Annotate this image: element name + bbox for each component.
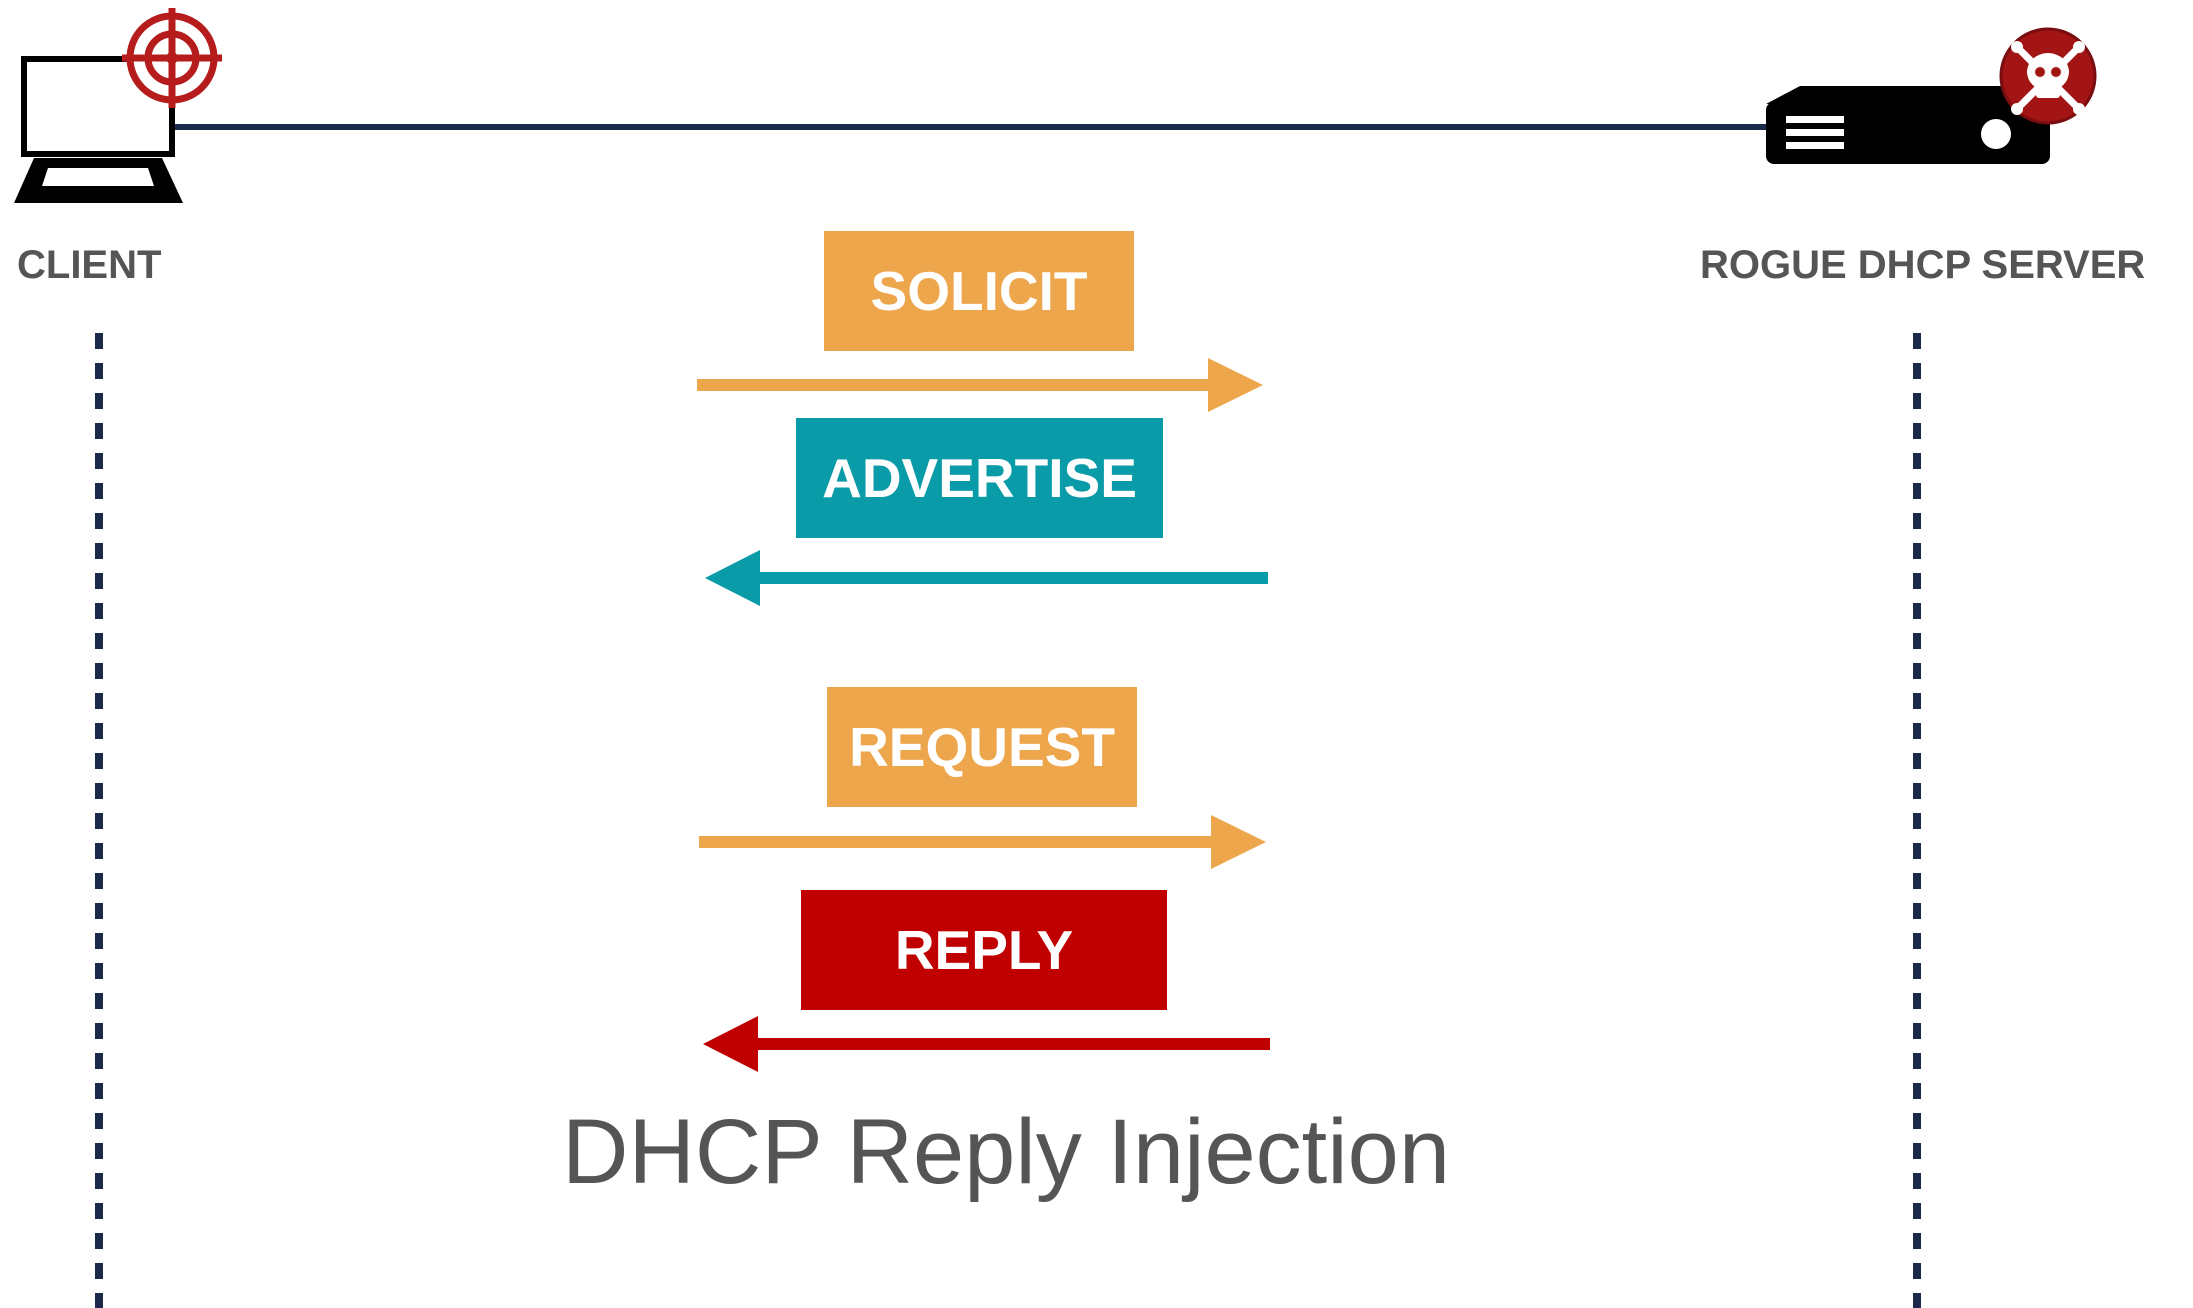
target-crosshair-icon (122, 8, 222, 108)
solicit-message-box: SOLICIT (824, 231, 1134, 351)
advertise-arrow (705, 550, 1268, 606)
server-label: ROGUE DHCP SERVER (1700, 243, 2146, 287)
reply-arrow (703, 1016, 1270, 1072)
client-label: CLIENT (17, 243, 162, 287)
skull-crossbones-icon (1999, 27, 2097, 125)
server-icon (1766, 86, 2050, 164)
request-message-box: REQUEST (827, 687, 1137, 807)
request-arrow (699, 815, 1266, 869)
solicit-arrow (697, 358, 1263, 412)
advertise-message-box: ADVERTISE (796, 418, 1163, 538)
reply-message-box: REPLY (801, 890, 1167, 1010)
diagram-title: DHCP Reply Injection (562, 1101, 1451, 1203)
